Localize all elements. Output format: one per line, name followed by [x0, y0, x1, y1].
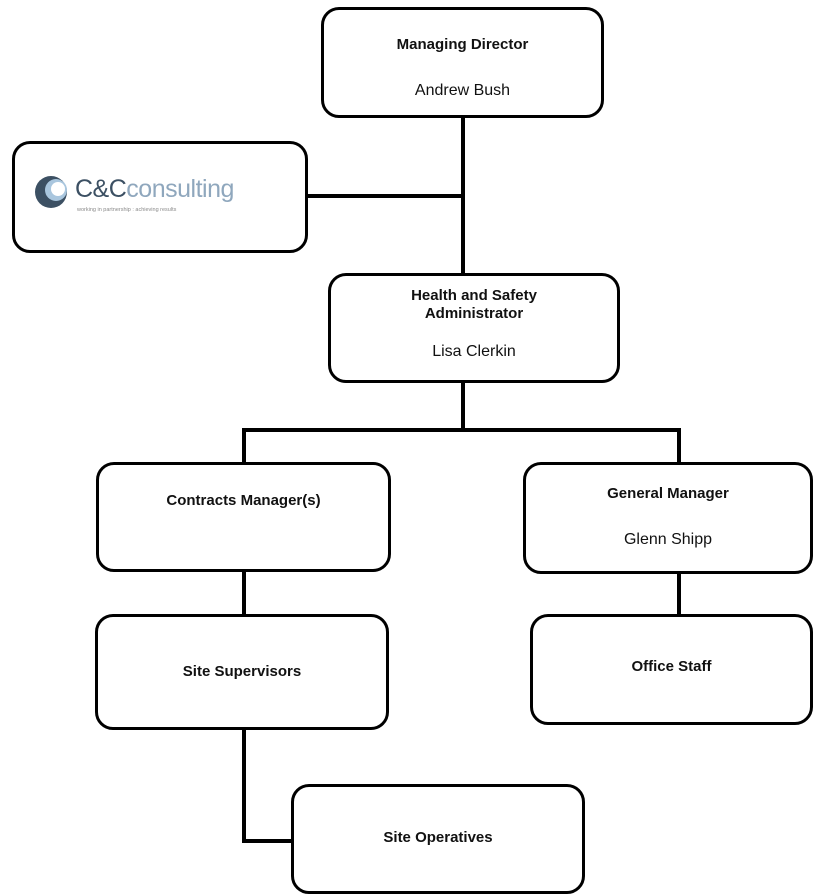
contracts-manager-box: Contracts Manager(s) [96, 462, 391, 572]
company-logo-text: C&Cconsulting [75, 175, 234, 204]
hs-administrator-name: Lisa Clerkin [432, 343, 516, 360]
connector-logo-to-spine [306, 194, 463, 198]
company-logo-icon [35, 176, 67, 208]
company-logo-tagline: working in partnership : achieving resul… [77, 207, 177, 213]
managing-director-name: Andrew Bush [414, 82, 511, 99]
site-operatives-box: Site Operatives [291, 784, 585, 894]
connector-horizontal-branch [242, 428, 681, 432]
site-supervisors-title: Site Supervisors [182, 663, 302, 680]
contracts-manager-title: Contracts Manager(s) [166, 492, 321, 509]
connector-supervisors-down [242, 728, 246, 843]
hs-administrator-box: Health and Safety Administrator Lisa Cle… [328, 273, 620, 383]
office-staff-box: Office Staff [530, 614, 813, 725]
managing-director-title: Managing Director [396, 36, 529, 53]
connector-md-to-hs [461, 118, 465, 273]
hs-administrator-title-line2: Administrator [424, 305, 524, 322]
general-manager-box: General Manager Glenn Shipp [523, 462, 813, 574]
connector-to-general-manager [677, 428, 681, 465]
office-staff-title: Office Staff [631, 658, 712, 675]
connector-gm-to-office [677, 572, 681, 618]
logo-brand: C&C [75, 175, 127, 203]
connector-hs-down [461, 381, 465, 431]
connector-to-contracts-manager [242, 428, 246, 465]
site-operatives-title: Site Operatives [383, 829, 493, 846]
logo-suffix: consulting [126, 175, 234, 203]
general-manager-title: General Manager [607, 485, 729, 502]
connector-to-operatives [242, 839, 294, 843]
site-supervisors-box: Site Supervisors [95, 614, 389, 730]
connector-cm-to-supervisors [242, 570, 246, 617]
hs-administrator-title-line1: Health and Safety [411, 287, 537, 304]
general-manager-name: Glenn Shipp [623, 531, 713, 548]
managing-director-box: Managing Director Andrew Bush [321, 7, 604, 118]
company-logo-box: C&Cconsulting working in partnership : a… [12, 141, 308, 253]
